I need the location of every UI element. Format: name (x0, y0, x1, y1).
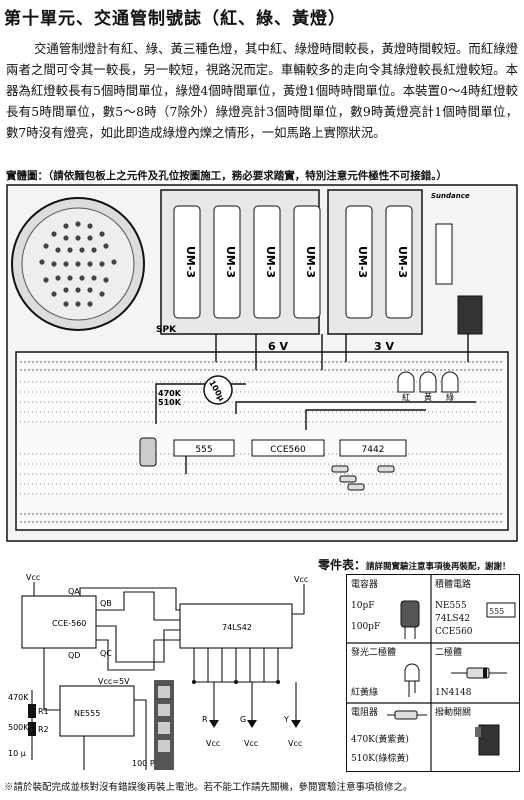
slide-switch (457, 295, 483, 335)
parts-photo (154, 680, 174, 770)
diode-cell-value: 1N4148 (435, 688, 472, 698)
ic-555 (173, 439, 235, 457)
battery-label: UM-3 (184, 246, 197, 278)
resistor-470k-label: 470K (158, 389, 182, 398)
capacitor-cell: 電容器 10pF 100pF (351, 579, 380, 634)
diode-cell-heading: 二極體 (435, 648, 463, 658)
ic-value: CCE560 (435, 627, 473, 637)
brand-logo: Sundance (431, 192, 470, 200)
speaker-label: SPK (156, 325, 177, 335)
ic-cce560 (251, 439, 325, 457)
switch-cell-heading: 撥動開關 (435, 708, 472, 718)
battery-label: UM-3 (356, 246, 369, 278)
led-group: 紅 黃 綠 (397, 371, 459, 402)
parts-table-title: 零件表：請詳閱實驗注意事項後再裝配，謝謝！ (318, 558, 511, 572)
resistor-value: 510K(綠棕黃) (351, 754, 409, 764)
schematic-qc-label: QC (100, 649, 112, 658)
schematic-74ls42-label: 74LS42 (222, 623, 252, 632)
ic-7442-label: 7442 (362, 445, 385, 455)
ic-7442 (339, 439, 407, 457)
schematic-r1-label: R1 (38, 707, 49, 716)
schematic-r2-label: R2 (38, 725, 49, 734)
schematic-c100p-label: 100 P (132, 759, 155, 768)
ic-value: NE555 (435, 601, 467, 611)
schematic-qd-label: QD (68, 651, 80, 660)
battery-cells: UM-3 UM-3 UM-3 UM-3 UM-3 UM-3 (173, 205, 413, 319)
schematic-qa-label: QA (68, 587, 80, 596)
battery-label: UM-3 (396, 246, 409, 278)
schematic-ne555-label: NE555 (74, 709, 100, 718)
schematic-vcc-label: Vcc (244, 739, 258, 748)
schematic-vcc5-label: Vcc=5V (98, 677, 130, 686)
description-paragraph: 交通管制燈計有紅、綠、黃三種色燈，其中紅、綠燈時間較長，黃燈時間較短。而紅綠燈兩… (6, 41, 518, 140)
ic-chip-label: 555 (489, 607, 505, 616)
circuit-schematic: CCE-560 74LS42 NE555 Vcc=5V Vcc Vcc QA Q… (8, 573, 308, 770)
page-title: 第十單元、交通管制號誌（紅、綠、黃燈） (4, 9, 346, 29)
led-red-label: 紅 (402, 392, 410, 402)
resistor-cell: 電阻器 470K(黃紫黃) 510K(綠棕黃) (351, 707, 409, 766)
voltage-3v-label: 3 V (374, 340, 394, 353)
footer-note: ※請於裝配完成並核對沒有錯誤後再裝上電池。若不能工作請先關機，參閱實驗注意事項檢… (4, 782, 413, 793)
capacitor-heading: 電容器 (351, 580, 379, 590)
schematic-led-r-label: R (202, 715, 208, 724)
schematic-vcc-label: Vcc (288, 739, 302, 748)
battery-label: UM-3 (224, 246, 237, 278)
layout-note: 實體圖：（請依麵包板上之元件及孔位按圖施工，務必要求踏實，特別注意元件極性不可接… (6, 170, 447, 182)
capacitor-value: 10pF (351, 601, 375, 611)
ic-555-label: 555 (195, 445, 212, 455)
speaker (11, 197, 145, 331)
battery-label: UM-3 (264, 246, 277, 278)
led-yellow-label: 黃 (424, 392, 432, 402)
schematic-led-g-label: G (240, 715, 246, 724)
resistor-value: 470K(黃紫黃) (351, 735, 409, 745)
led-cell-heading: 發光二極體 (351, 648, 397, 658)
parts-table: 電容器 10pF 100pF 積體電路 NE555 74LS42 CCE560 … (346, 574, 520, 772)
schematic-vcc-label: Vcc (206, 739, 220, 748)
resistor-heading: 電阻器 (351, 708, 379, 718)
ic-value: 74LS42 (435, 614, 471, 624)
ic-cell: 積體電路 NE555 74LS42 CCE560 (435, 579, 473, 639)
ic-heading: 積體電路 (435, 580, 472, 590)
resistor-510k-label: 510K (158, 398, 182, 407)
parts-table-grid (347, 575, 519, 771)
breadboard-photo: UM-3 UM-3 UM-3 UM-3 UM-3 UM-3 6 V 3 V Su… (6, 184, 518, 542)
schematic-vcc-label: Vcc (294, 575, 308, 584)
ic-cce560-label: CCE560 (270, 445, 306, 455)
schematic-c10-label: 10 μ (8, 749, 26, 758)
voltage-6v-label: 6 V (268, 340, 288, 353)
schematic-qb-label: QB (100, 599, 112, 608)
led-cell-value: 紅黃綠 (351, 688, 379, 698)
capacitor-value: 100pF (351, 622, 381, 632)
schematic-r470-label: 470K (8, 693, 29, 702)
schematic-vcc-label: Vcc (26, 573, 40, 582)
battery-label: UM-3 (304, 246, 317, 278)
schematic-cce560-label: CCE-560 (52, 619, 86, 628)
led-green-label: 綠 (446, 392, 454, 402)
schematic-r500-label: 500K (8, 723, 29, 732)
schematic-led-y-label: Y (283, 715, 289, 724)
